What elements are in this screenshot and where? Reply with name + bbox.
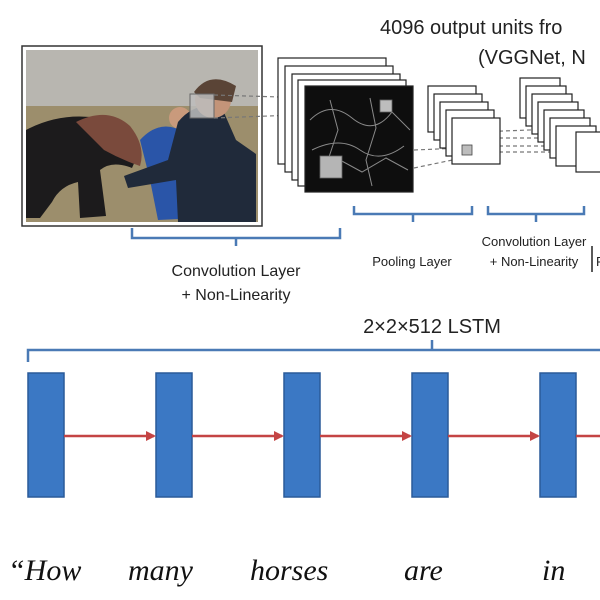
question-word: are	[404, 554, 443, 587]
lstm-bracket	[26, 340, 600, 362]
conv2-label-line1: Convolution Layer	[482, 234, 587, 249]
conv1-label-line1: Convolution Layer	[172, 263, 302, 280]
lstm-cell	[539, 372, 577, 498]
conv1-patch-b	[319, 155, 343, 179]
input-photo	[21, 45, 263, 227]
conv1-patch-a	[379, 99, 393, 113]
lstm-cells	[27, 372, 577, 498]
question-word: many	[128, 554, 194, 587]
conv1-label-line2: + Non-Linearity	[182, 287, 291, 304]
lstm-cell	[27, 372, 65, 498]
question-word: in	[542, 554, 565, 587]
question-word: horses	[250, 554, 328, 587]
pooling-patch	[461, 144, 473, 156]
lstm-cell	[155, 372, 193, 498]
pool-label: Pooling Layer	[372, 254, 452, 269]
header-line-2: (VGGNet, N	[478, 47, 586, 69]
edge-partial-label: F	[596, 254, 600, 269]
lstm-cell	[283, 372, 321, 498]
lstm-label: 2×2×512 LSTM	[363, 316, 501, 338]
conv1-feature-stack	[277, 57, 414, 193]
question-word: “How	[8, 554, 81, 587]
conv2-label-line2: + Non-Linearity	[490, 254, 579, 269]
conv2-feature-stack	[519, 77, 600, 173]
lstm-cell	[411, 372, 449, 498]
brackets-top	[130, 206, 586, 246]
receptive-field-patch	[189, 93, 215, 119]
header-line-1: 4096 output units fro	[380, 17, 562, 39]
